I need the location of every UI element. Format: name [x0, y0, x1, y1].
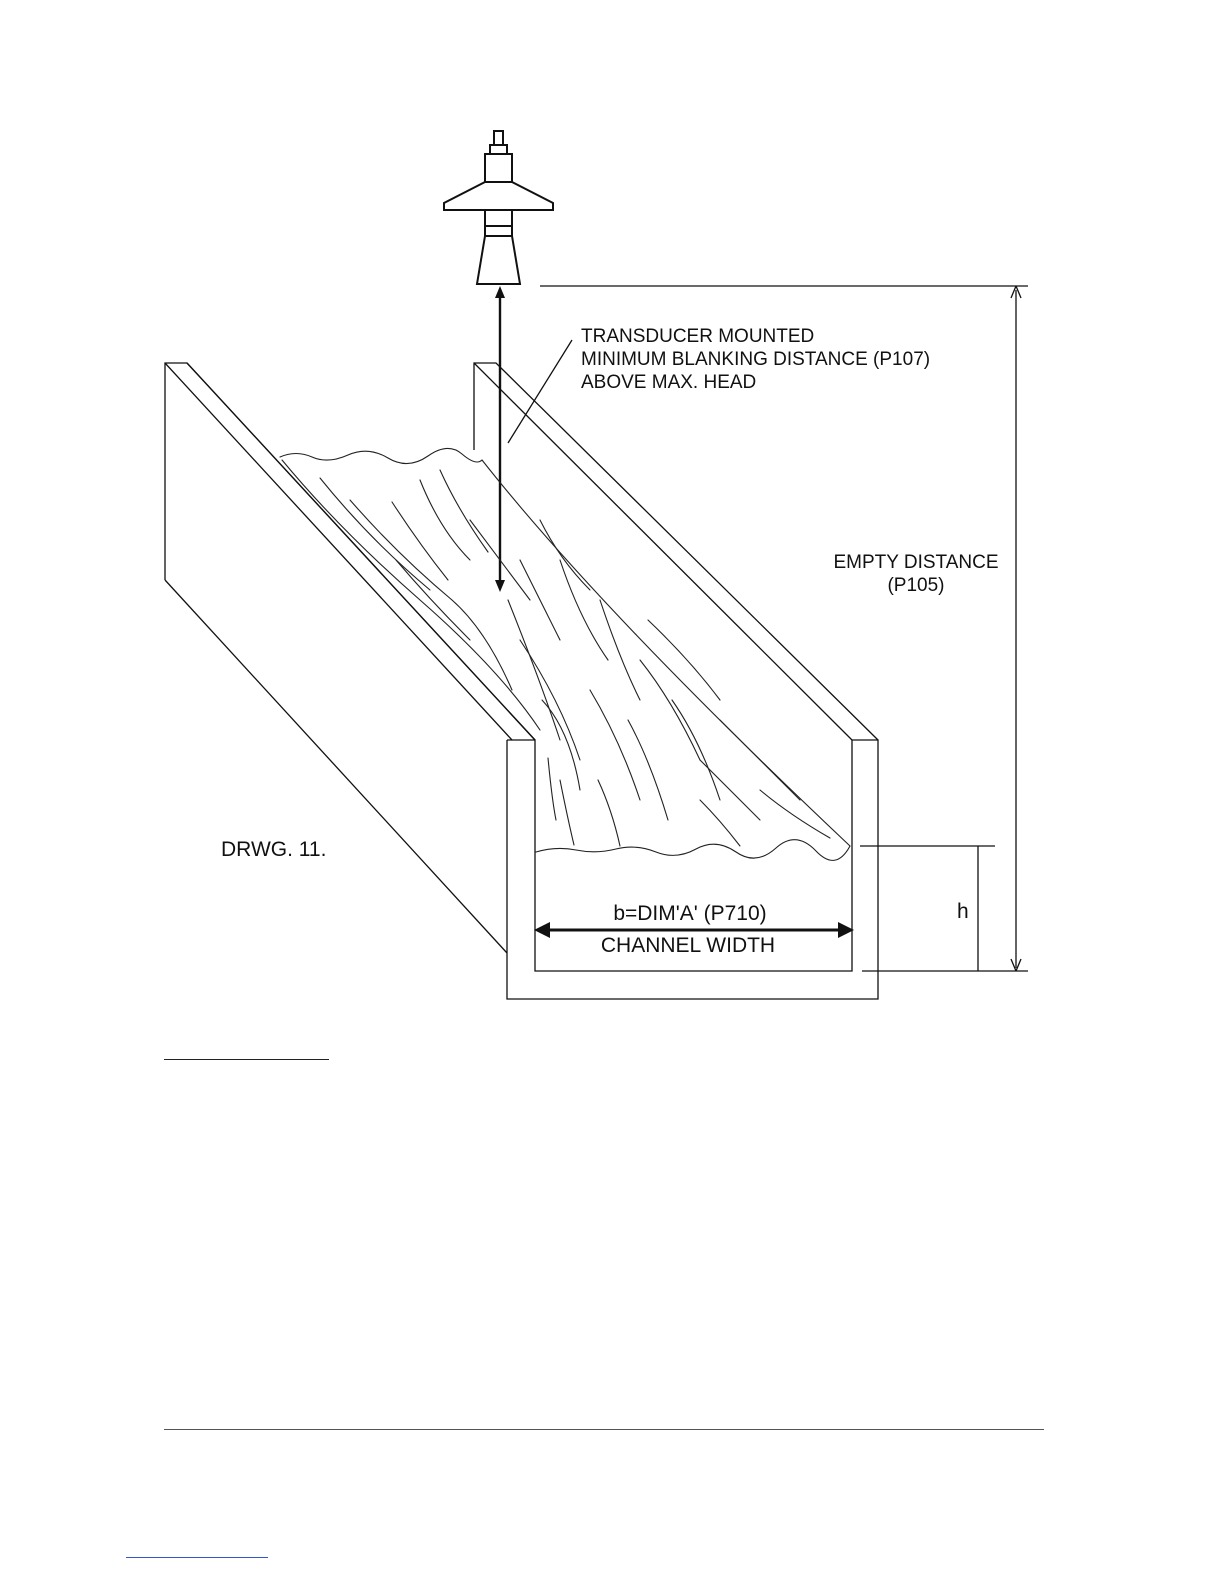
transducer-leader-line [508, 340, 572, 443]
head-label: h [957, 900, 969, 923]
transducer-icon [444, 131, 553, 284]
footer-link-underline [126, 1557, 268, 1558]
head-dimension [860, 846, 995, 971]
transducer-label-line-2: MINIMUM BLANKING DISTANCE (P107) [581, 349, 930, 370]
drawing-number: DRWG. 11. [221, 838, 326, 861]
empty-distance-label-line-2: (P105) [887, 575, 944, 596]
empty-distance-label-line-1: EMPTY DISTANCE [833, 552, 998, 573]
channel-structure [165, 363, 878, 999]
width-label: b=DIM'A' (P710) [613, 902, 766, 925]
footnote-rule [164, 1059, 329, 1060]
transducer-label-line-1: TRANSDUCER MOUNTED [581, 326, 814, 347]
channel-width-label: CHANNEL WIDTH [601, 934, 775, 957]
transducer-label-line-3: ABOVE MAX. HEAD [581, 372, 756, 393]
blanking-distance-arrow [495, 286, 505, 592]
footer-rule [164, 1429, 1044, 1430]
